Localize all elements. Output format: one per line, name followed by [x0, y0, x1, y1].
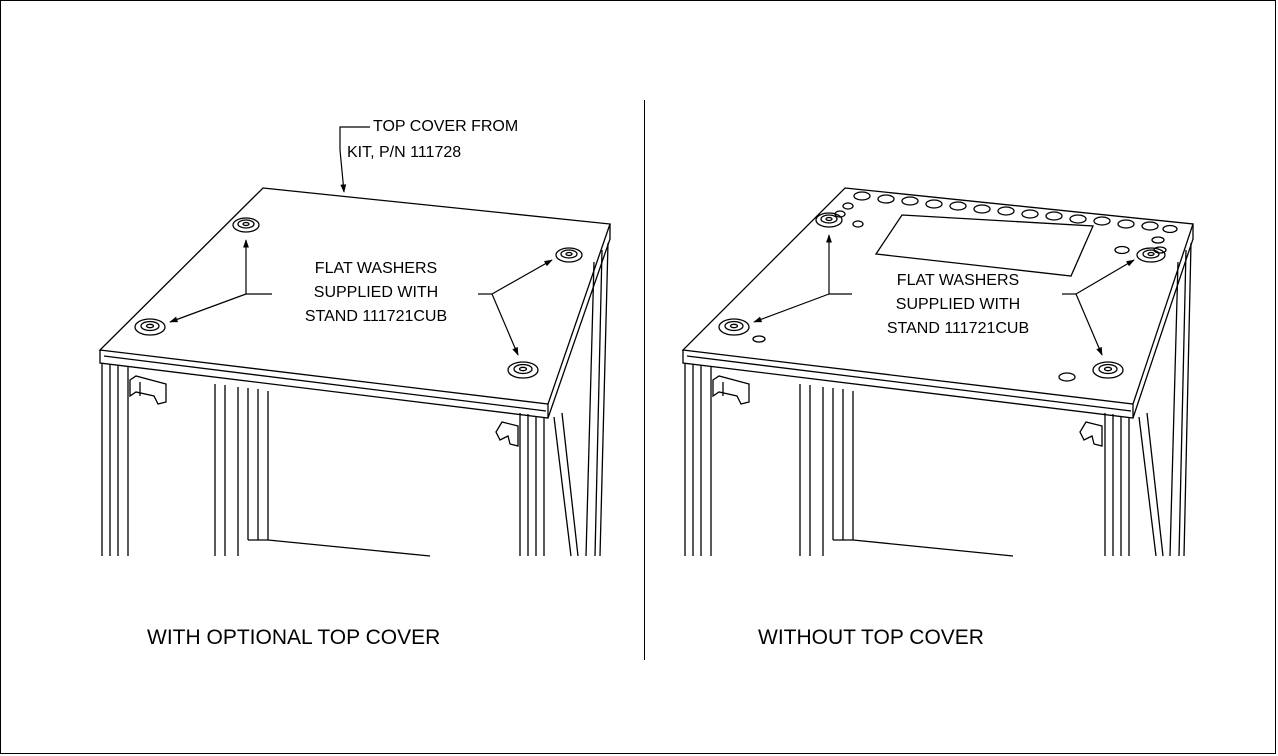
left-washer-callout-line3: STAND 111721CUB	[304, 308, 448, 325]
left-washer-callout-line1: FLAT WASHERS	[314, 260, 438, 277]
left-leaders	[169, 126, 553, 356]
right-washer-callout-line3: STAND 111721CUB	[886, 320, 1030, 337]
left-cover-callout-line1: TOP COVER FROM	[373, 118, 519, 135]
left-washer-1	[232, 217, 260, 233]
right-washer-callout-line2: SUPPLIED WITH	[895, 296, 1021, 313]
right-washer-1	[815, 212, 843, 228]
right-washer-2	[1136, 247, 1166, 263]
left-cabinet	[98, 187, 611, 557]
right-washer-callout-line1: FLAT WASHERS	[896, 272, 1020, 289]
panel-divider	[644, 100, 645, 660]
right-caption: WITHOUT TOP COVER	[758, 626, 984, 649]
right-leaders	[753, 234, 1135, 356]
right-cabinet	[681, 187, 1194, 557]
left-washer-3	[134, 318, 166, 336]
right-washer-3	[718, 318, 750, 336]
left-caption: WITH OPTIONAL TOP COVER	[147, 626, 441, 649]
left-washer-4	[507, 361, 539, 379]
left-washer-callout-line2: SUPPLIED WITH	[313, 284, 439, 301]
right-washer-4	[1092, 361, 1124, 379]
left-cover-callout-line2: KIT, P/N 111728	[347, 144, 462, 161]
left-washer-2	[555, 247, 583, 263]
